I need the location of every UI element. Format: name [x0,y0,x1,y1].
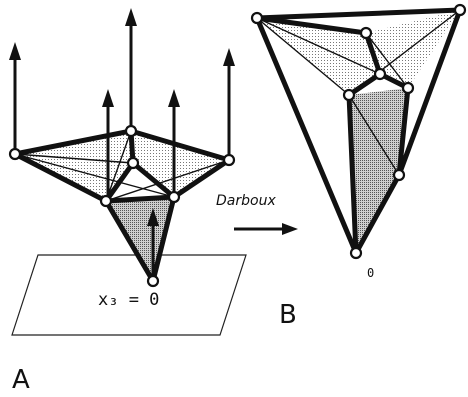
vertex-node [167,190,181,204]
edge [346,71,383,98]
vertex-node [99,194,113,208]
up-arrow-icon [9,42,21,151]
edge [256,17,350,96]
edge [150,194,177,284]
vertex-node [359,26,373,40]
edge [128,128,232,163]
edge [105,130,132,202]
edge [103,194,177,204]
edge [256,17,381,75]
edge [353,172,402,256]
panel-a: x₃ = 0 A [8,8,247,395]
up-arrow-icon [102,89,114,198]
plane-equation-label: x₃ = 0 [98,290,159,310]
edge [363,30,383,77]
face-b-upper [257,18,380,95]
face-b-right [366,10,460,88]
edge [130,160,177,200]
edge [346,92,359,256]
panel-b-label: B [279,300,297,330]
vertices-a [8,124,236,288]
darboux-label: Darboux [216,193,276,209]
edge [396,85,411,178]
darboux-transform: Darboux [216,193,298,235]
edge [12,151,109,204]
vertex-zero-label: 0 [367,266,374,280]
face-a-right-low [133,160,229,197]
edge [365,32,409,89]
surface-faces-b [257,10,460,253]
vertex-node [392,168,406,182]
thin-edges-b [256,9,461,176]
thick-edges-a [12,128,232,284]
edge [103,198,156,284]
edge [254,15,369,36]
up-arrow-icon [168,89,180,194]
vertex-node [349,246,363,260]
right-arrow-icon [234,223,298,235]
surface-faces-a [15,131,229,281]
vertex-node [373,67,387,81]
vertices-b [250,3,467,260]
face-b-front [349,88,408,253]
vertex-node [146,274,160,288]
edge [254,7,463,21]
vertex-node [453,3,467,17]
edge [103,160,136,204]
edge [14,153,134,164]
vertex-node [8,147,22,161]
edge [396,7,463,178]
vertex-node [222,153,236,167]
edge [14,153,175,198]
base-plane [11,254,247,336]
panel-b: 0 B [250,3,467,330]
vertex-node [250,11,264,25]
edge [105,159,230,202]
edge [12,128,134,157]
arrows-a [9,8,235,278]
up-arrow-icon [125,8,137,128]
vertex-node [124,124,138,138]
edge [348,94,400,176]
vertex-node [342,88,356,102]
up-arrow-icon [223,48,235,157]
up-arrow-icon [147,208,159,278]
panel-a-label: A [12,365,30,395]
vertex-node [401,81,415,95]
edge [254,15,359,256]
face-a-left [15,154,133,201]
edge [171,157,232,200]
vertex-node [126,156,140,170]
